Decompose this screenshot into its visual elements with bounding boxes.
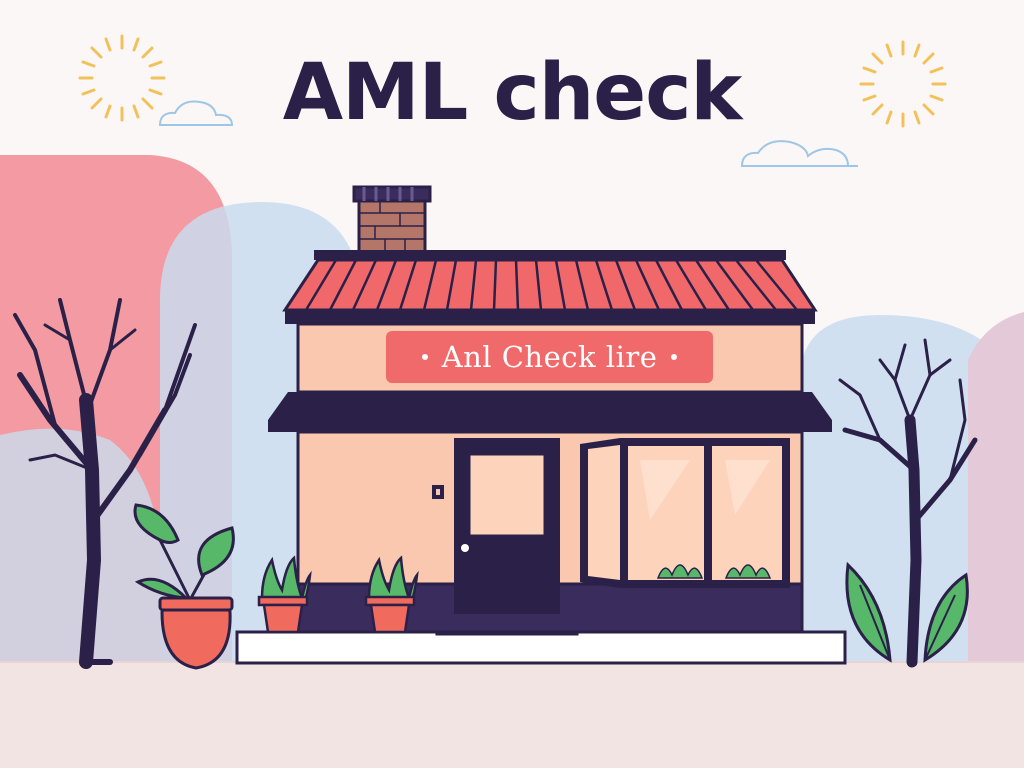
sign-dot-left: [421, 354, 428, 360]
cloud-icon: [158, 100, 234, 126]
shop-window: [580, 438, 790, 588]
sun-icon: [78, 34, 166, 122]
awning-edge: [268, 420, 832, 432]
potted-plant-icon: [364, 555, 419, 634]
bare-tree-icon: [838, 338, 978, 668]
storefront-platform: [235, 630, 847, 665]
shop-sign: Anl Check lire: [386, 331, 713, 383]
shop-sign-text: Anl Check lire: [441, 340, 658, 374]
sign-dot-right: [671, 354, 678, 360]
large-potted-plant-icon: [133, 503, 235, 670]
chimney: [352, 185, 432, 254]
page-title: AML check: [282, 48, 743, 138]
leaf-icon: [845, 561, 969, 663]
roof: [282, 250, 818, 324]
shop-sign-background: [386, 331, 713, 383]
shop-door: [454, 438, 560, 614]
mauve-hill-right: [968, 312, 1024, 662]
sun-icon: [859, 40, 947, 128]
awning: [268, 392, 832, 420]
cloud-icon: [740, 140, 858, 167]
potted-plant-icon: [257, 555, 312, 634]
bare-tree-icon: [13, 298, 197, 669]
ground: [0, 662, 1024, 768]
